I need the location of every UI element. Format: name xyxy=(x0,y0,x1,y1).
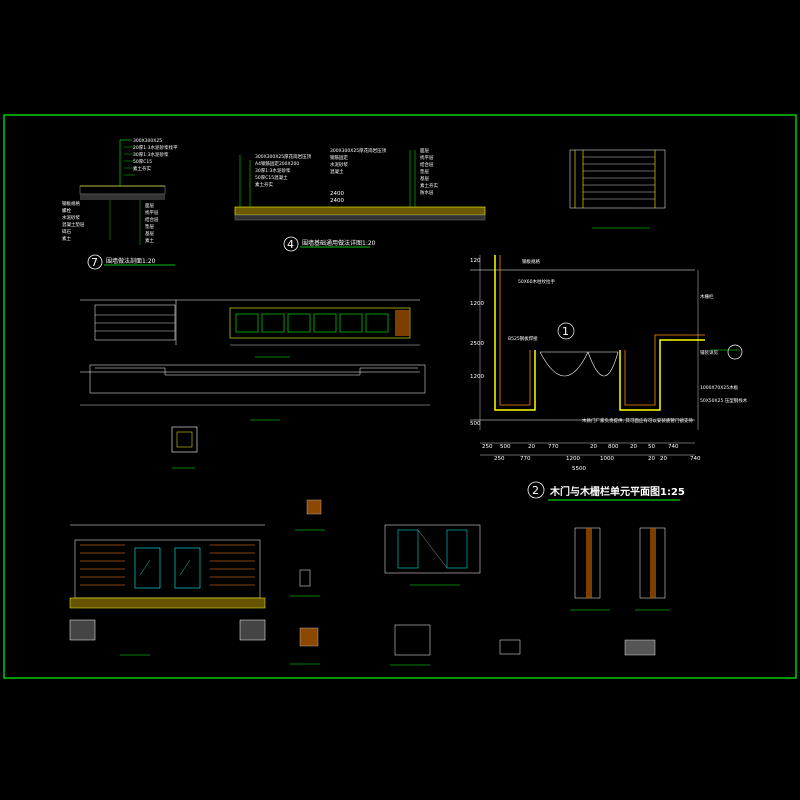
section4-callout: 50厚C15混凝土 xyxy=(255,174,288,181)
plan-note: 木质门厂家负责提供, 其可面应有可以安装底管门锁支持 xyxy=(582,417,693,424)
svg-text:结合层: 结合层 xyxy=(145,216,159,223)
plan-callout: 50X60木柱纹拉手 xyxy=(518,278,556,285)
plan-dim-left: 500 xyxy=(470,421,481,427)
section7-callout: 300X300X25 xyxy=(133,138,162,144)
section4-callout: 300X300X25厚花岗岩压顶 xyxy=(255,153,312,160)
svg-text:找平层: 找平层 xyxy=(420,154,434,161)
center-elevation xyxy=(384,524,521,666)
fence-plan-strip xyxy=(80,364,430,421)
svg-text:垫层: 垫层 xyxy=(420,168,429,175)
svg-text:基层: 基层 xyxy=(420,175,429,182)
section7-callout: 50厚C15 xyxy=(133,159,152,165)
section7-callout: 30厚1:3水泥砂浆 xyxy=(133,151,169,158)
svg-text:素土夯实: 素土夯实 xyxy=(420,182,438,189)
section-4-detail: 300X300X25厚花岗岩压顶 A4钢筋固定200X200 30厚1:3水泥砂… xyxy=(234,147,486,252)
plan-callout: 50X50X25 压型钢栈木 xyxy=(700,397,748,404)
plan-dim-bottom: 770 xyxy=(548,444,559,450)
section7-number: 7 xyxy=(91,256,98,269)
plan-dim-left: 1200 xyxy=(470,301,484,307)
plan-dim-bottom: 250 xyxy=(482,444,493,450)
section7-callout: 素土夯实 xyxy=(133,165,151,172)
plan-dim-left: 2500 xyxy=(470,341,484,347)
svg-text:混凝土: 混凝土 xyxy=(330,168,344,175)
svg-text:面层: 面层 xyxy=(420,148,429,154)
section7-callout: 20厚1:3水泥砂浆找平 xyxy=(133,144,178,151)
svg-text:钢筋固定: 钢筋固定 xyxy=(330,154,348,161)
plan-dim-bottom: 20 xyxy=(630,444,637,450)
plan-callout: 1000X70X25木板 xyxy=(700,384,739,391)
svg-text:混凝土垫层: 混凝土垫层 xyxy=(62,221,85,228)
right-sections xyxy=(570,527,670,656)
svg-text:找平层: 找平层 xyxy=(145,209,159,216)
plan-dim-bottom: 500 xyxy=(500,444,511,450)
svg-text:螺栓: 螺栓 xyxy=(62,207,71,214)
svg-text:面层: 面层 xyxy=(145,203,154,209)
plan-callout-number: 1 xyxy=(562,325,569,338)
section4-callout: 素土夯实 xyxy=(255,181,273,188)
plan-dim-bottom2: 20 xyxy=(648,456,655,462)
svg-text:水泥砂浆: 水泥砂浆 xyxy=(330,161,348,168)
plan-dim-bottom: 20 xyxy=(528,444,535,450)
plan-dim-bottom: 800 xyxy=(608,444,619,450)
svg-text:水泥砂浆: 水泥砂浆 xyxy=(62,214,80,221)
plan-dim-bottom: 50 xyxy=(648,444,655,450)
main-title: 木门与木栅栏单元平面图1:25 xyxy=(549,485,685,498)
section4-title: 围墙基础通用做法详图1:20 xyxy=(302,239,376,247)
svg-text:素土: 素土 xyxy=(145,237,154,244)
elev-dimension: 2400 xyxy=(330,191,344,197)
plan-callout: B525钢板焊接 xyxy=(508,335,538,342)
plan-dim-total: 5500 xyxy=(572,466,586,472)
fence-panel-detail xyxy=(569,149,666,229)
plan-dim-left: 120 xyxy=(470,258,481,264)
main-title-number: 2 xyxy=(532,484,539,497)
plan-dim-bottom2: 1200 xyxy=(566,456,580,462)
svg-text:垫层: 垫层 xyxy=(145,223,154,230)
plan-dim-bottom: 20 xyxy=(590,444,597,450)
elev-dimension: 2400 xyxy=(330,198,344,204)
section4-callout: 30厚1:3水泥砂浆 xyxy=(255,167,291,174)
post-details xyxy=(290,499,325,665)
plan-dim-bottom2: 250 xyxy=(494,456,505,462)
svg-text:钢板规格: 钢板规格 xyxy=(62,200,80,207)
section4-callout: A4钢筋固定200X200 xyxy=(255,160,299,167)
plan-dim-bottom2: 20 xyxy=(660,456,667,462)
svg-text:防水层: 防水层 xyxy=(420,189,434,196)
section7-title: 围墙做法剖面1:20 xyxy=(106,257,156,265)
plan-dim-bottom: 740 xyxy=(668,444,679,450)
plan-callout: 铺装详见 xyxy=(700,349,718,356)
svg-text:基层: 基层 xyxy=(145,230,154,237)
svg-text:碎石: 碎石 xyxy=(62,228,71,235)
section4-number: 4 xyxy=(287,238,294,251)
drawing-frame xyxy=(3,114,797,679)
svg-text:素土: 素土 xyxy=(62,235,71,242)
plan-callout: 钢板规格 xyxy=(522,258,540,265)
fence-elevation xyxy=(80,299,420,358)
main-plan: 1 木栅栏 50X60木柱纹拉手 钢板规格 B525钢板焊接 铺装详见 1000… xyxy=(470,255,748,501)
svg-text:300X300X25厚花岗岩压顶: 300X300X25厚花岗岩压顶 xyxy=(330,147,387,154)
plan-dim-bottom2: 1000 xyxy=(600,456,614,462)
gate-elevation xyxy=(69,524,266,656)
plan-dim-bottom2: 770 xyxy=(520,456,531,462)
plan-dim-bottom2: 740 xyxy=(690,456,701,462)
plan-dim-left: 1200 xyxy=(470,374,484,380)
plan-callout: 木栅栏 xyxy=(700,293,714,300)
section-7-detail: 300X300X25 20厚1:3水泥砂浆找平 30厚1:3水泥砂浆 50厚C1… xyxy=(62,138,178,270)
small-detail-box xyxy=(171,426,198,469)
svg-text:结合层: 结合层 xyxy=(420,161,434,168)
